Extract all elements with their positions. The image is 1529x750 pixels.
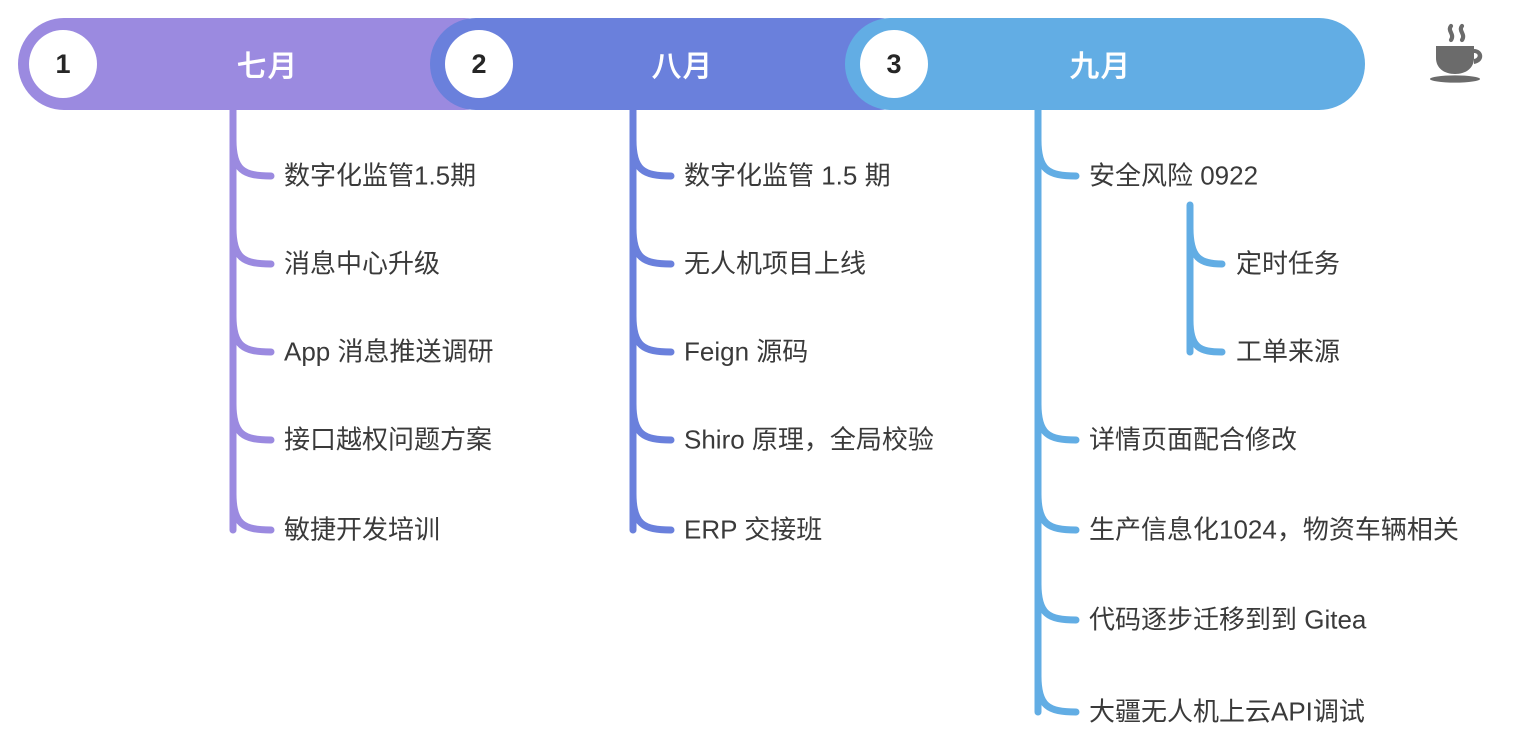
list-item[interactable]: Feign 源码 <box>684 336 809 367</box>
list-item[interactable]: 无人机项目上线 <box>684 248 867 279</box>
list-item[interactable]: 详情页面配合修改 <box>1089 424 1298 455</box>
list-item[interactable]: 敏捷开发培训 <box>284 514 441 545</box>
month-label-july: 七月 <box>236 51 300 83</box>
list-item[interactable]: 生产信息化1024，物资车辆相关 <box>1089 514 1459 545</box>
list-item[interactable]: ERP 交接班 <box>684 514 823 545</box>
list-item[interactable]: App 消息推送调研 <box>284 336 494 367</box>
list-item[interactable]: 数字化监管 1.5 期 <box>684 160 891 191</box>
timeline-segment-3[interactable] <box>845 18 1365 110</box>
timeline-segment-1[interactable] <box>18 18 510 110</box>
list-item[interactable]: 大疆无人机上云API调试 <box>1089 696 1365 727</box>
step-number-2: 2 <box>445 30 513 98</box>
list-item[interactable]: 安全风险 0922 <box>1089 160 1259 191</box>
list-item[interactable]: 接口越权问题方案 <box>284 424 493 455</box>
list-item[interactable]: Shiro 原理，全局校验 <box>684 424 934 455</box>
list-item[interactable]: 消息中心升级 <box>284 248 441 279</box>
month-label-september: 九月 <box>1069 51 1133 83</box>
step-number-3: 3 <box>860 30 928 98</box>
list-item[interactable]: 数字化监管1.5期 <box>284 160 477 191</box>
sub-list-item[interactable]: 工单来源 <box>1236 336 1341 367</box>
coffee-cup-icon <box>1424 20 1494 90</box>
step-number-1: 1 <box>29 30 97 98</box>
list-item[interactable]: 代码逐步迁移到到 Gitea <box>1089 604 1367 635</box>
month-label-august: 八月 <box>651 51 715 83</box>
sub-list-item[interactable]: 定时任务 <box>1236 248 1341 279</box>
